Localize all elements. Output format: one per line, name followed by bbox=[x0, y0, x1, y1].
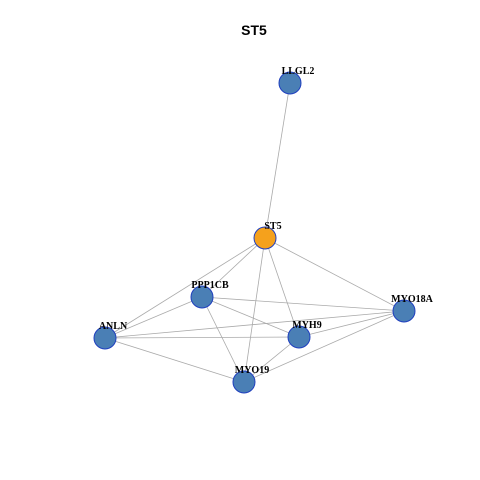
node-label-anln: ANLN bbox=[99, 321, 128, 332]
edge-ppp1cb-myo18a bbox=[201, 296, 405, 312]
node-circle-ppp1cb[interactable] bbox=[190, 285, 214, 309]
node-circle-myh9[interactable] bbox=[287, 325, 311, 349]
edge-st5-ppp1cb bbox=[201, 237, 266, 298]
node-label-st5: ST5 bbox=[264, 221, 281, 232]
node-circle-myo19[interactable] bbox=[232, 370, 256, 394]
edge-st5-myo18a bbox=[264, 237, 405, 312]
edge-ppp1cb-myh9 bbox=[201, 296, 300, 338]
edge-myh9-myo19 bbox=[243, 336, 300, 383]
edge-st5-myh9 bbox=[264, 237, 300, 338]
edge-ppp1cb-myo19 bbox=[201, 296, 245, 383]
edge-anln-myo18a bbox=[104, 310, 405, 339]
node-circle-myo18a[interactable] bbox=[392, 299, 416, 323]
node-myo18a[interactable]: MYO18A bbox=[391, 294, 434, 323]
graph-title: ST5 bbox=[241, 22, 267, 38]
node-ppp1cb[interactable]: PPP1CB bbox=[190, 280, 229, 309]
node-myh9[interactable]: MYH9 bbox=[287, 320, 322, 349]
edge-myh9-myo18a bbox=[298, 310, 405, 338]
node-circle-anln[interactable] bbox=[93, 326, 117, 350]
edge-anln-myh9 bbox=[104, 336, 300, 339]
node-llgl2[interactable]: LLGL2 bbox=[278, 66, 315, 95]
node-st5[interactable]: ST5 bbox=[253, 221, 282, 250]
node-circle-st5[interactable] bbox=[253, 226, 277, 250]
node-label-llgl2: LLGL2 bbox=[282, 66, 315, 77]
edge-st5-anln bbox=[104, 237, 266, 339]
edge-layer bbox=[104, 82, 405, 383]
edge-st5-myo19 bbox=[243, 237, 266, 383]
node-myo19[interactable]: MYO19 bbox=[232, 365, 269, 394]
node-anln[interactable]: ANLN bbox=[93, 321, 128, 350]
edge-anln-myo19 bbox=[104, 337, 245, 383]
node-label-myo19: MYO19 bbox=[235, 365, 269, 376]
node-label-ppp1cb: PPP1CB bbox=[191, 280, 229, 291]
edge-ppp1cb-anln bbox=[104, 296, 203, 339]
node-label-myh9: MYH9 bbox=[292, 320, 321, 331]
edge-llgl2-st5 bbox=[264, 82, 291, 239]
node-circle-llgl2[interactable] bbox=[278, 71, 302, 95]
node-label-myo18a: MYO18A bbox=[391, 294, 433, 305]
edge-myo18a-myo19 bbox=[243, 310, 405, 383]
